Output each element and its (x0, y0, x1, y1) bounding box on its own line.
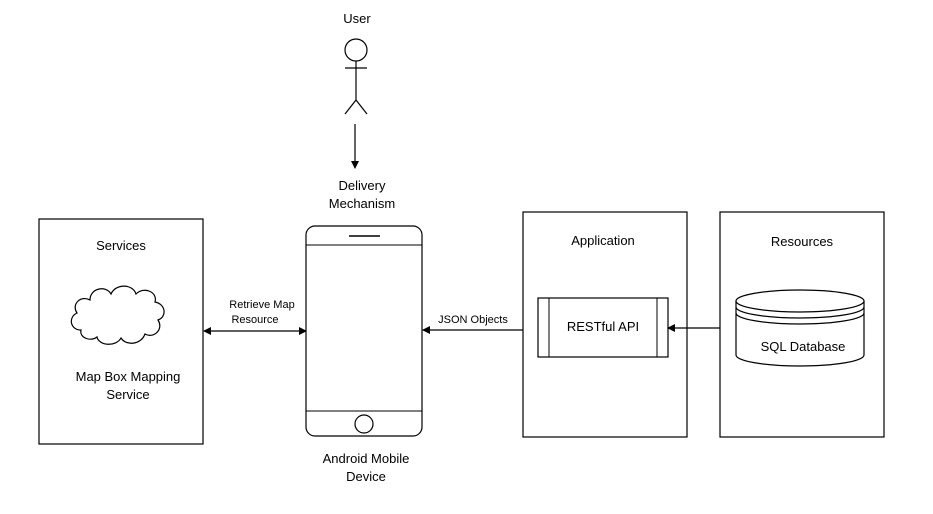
delivery-mechanism-label: Delivery Mechanism (329, 178, 395, 211)
delivery-line-1: Delivery (339, 178, 386, 193)
json-connector-label: JSON Objects (438, 314, 508, 326)
restful-api-process: RESTful API (537, 297, 669, 358)
map-connector-line-1: Retrieve Map (229, 299, 294, 311)
mapbox-line-2: Service (106, 387, 149, 402)
database-cylinder-icon (735, 289, 865, 367)
map-connector-line-2: Resource (231, 314, 278, 326)
smartphone-icon (305, 225, 423, 437)
user-label: User (343, 11, 371, 26)
delivery-line-2: Mechanism (329, 196, 395, 211)
application-title: Application (571, 233, 635, 248)
services-box: Services Map Box Mapping Service (38, 218, 204, 445)
device-line-2: Device (346, 469, 386, 484)
mapbox-line-1: Map Box Mapping (76, 369, 181, 384)
sql-database-label: SQL Database (761, 339, 846, 354)
json-objects-connector: JSON Objects (422, 314, 539, 334)
map-resource-connector: Retrieve Map Resource (203, 299, 307, 335)
device-line-1: Android Mobile (323, 451, 410, 466)
restful-api-label: RESTful API (567, 319, 639, 334)
android-device: Android Mobile Device (305, 225, 423, 484)
cloud-icon (70, 285, 165, 345)
stick-figure-actor-icon (344, 38, 368, 115)
application-box: Application RESTful API (522, 211, 688, 438)
user-actor: User (343, 11, 371, 115)
services-title: Services (96, 238, 146, 253)
resources-title: Resources (771, 234, 834, 249)
resources-box: Resources SQL Database (719, 211, 885, 438)
